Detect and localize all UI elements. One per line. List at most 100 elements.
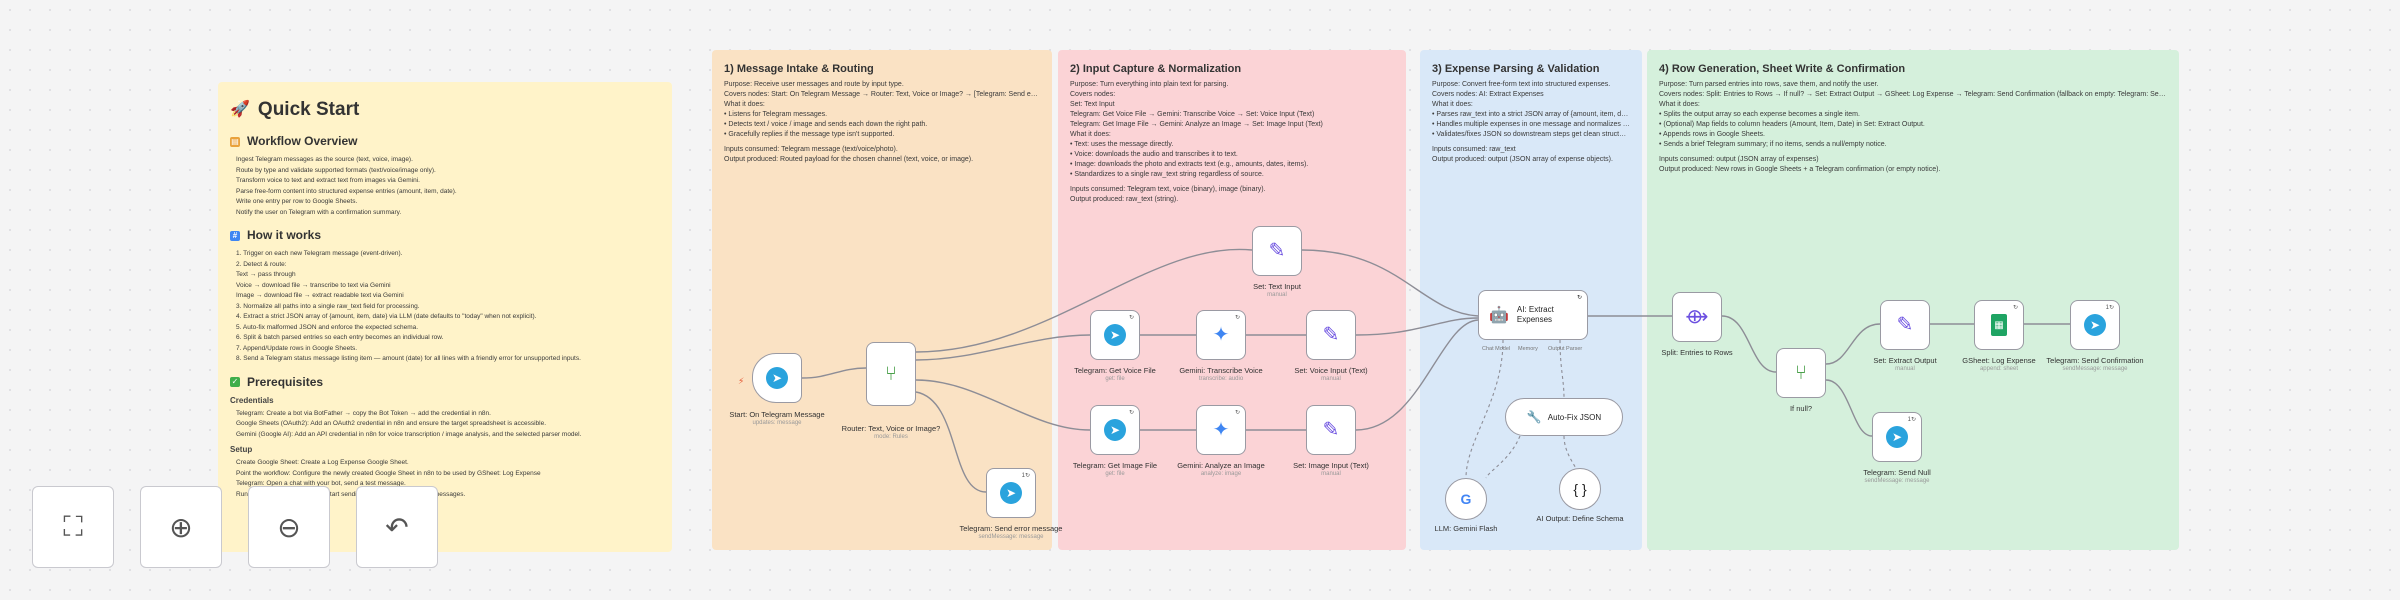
telegram-icon: ➤ [1886, 426, 1908, 448]
node-extract-output-sub: manual [1895, 366, 1915, 372]
note-line: Notify the user on Telegram with a confi… [236, 208, 402, 216]
note-line: What it does: [1070, 131, 1111, 138]
note-line: • Splits the output array so each expens… [1659, 111, 1860, 118]
node-split-label: Split: Entries to Rows [1661, 348, 1733, 357]
overview-heading: Workflow Overview [247, 134, 358, 148]
node-send-error[interactable]: 1↻➤ [986, 468, 1036, 518]
note-line: • Appends rows in Google Sheets. [1659, 131, 1765, 138]
node-transcribe-label: Gemini: Transcribe Voice [1179, 366, 1263, 375]
fit-view-button[interactable]: ⛶ [32, 486, 114, 568]
note-line: 3. Normalize all paths into a single raw… [236, 302, 420, 310]
node-router[interactable]: ⑂ [866, 342, 916, 406]
note-line: Telegram: Get Voice File → Gemini: Trans… [1070, 111, 1315, 118]
note-line: Ingest Telegram messages as the source (… [236, 156, 413, 163]
note-line: Inputs consumed: output (JSON array of e… [1659, 156, 1819, 163]
zoom-out-icon: ⊖ [277, 511, 301, 543]
prereq-heading: Prerequisites [247, 374, 324, 389]
note-line: • Voice: downloads the audio and transcr… [1070, 151, 1238, 158]
note-line: Covers nodes: Start: On Telegram Message… [724, 91, 1040, 98]
telegram-icon: ➤ [1104, 419, 1126, 441]
how-list: 1. Trigger on each new Telegram message … [230, 249, 660, 365]
undo-icon: ↶ [385, 511, 409, 543]
note-line: 4. Extract a strict JSON array of {amoun… [236, 313, 537, 320]
note-line: Write one entry per row to Google Sheets… [236, 198, 358, 205]
section-2-body: Purpose: Turn everything into plain text… [1070, 80, 1394, 205]
note-line: What it does: [1432, 101, 1473, 108]
node-if-null-label: If null? [1789, 404, 1813, 413]
setup-heading: Setup [230, 445, 253, 454]
note-line: What it does: [1659, 101, 1700, 108]
node-start-telegram[interactable]: ➤ [752, 353, 802, 403]
check-icon: ✓ [230, 377, 240, 387]
note-line: • Sends a brief Telegram summary; if no … [1659, 141, 1887, 148]
node-confirm-label: Telegram: Send Confirmation [2046, 356, 2144, 365]
section-4-title: 4) Row Generation, Sheet Write & Confirm… [1659, 63, 1906, 75]
note-line: Purpose: Convert free-form text into str… [1432, 81, 1611, 88]
braces-icon: { } [1573, 481, 1587, 497]
node-voice-text[interactable]: ✎ [1306, 310, 1356, 360]
numbers-icon: # [230, 230, 240, 241]
note-line: Inputs consumed: Telegram text, voice (b… [1070, 186, 1266, 193]
note-line: Point the workflow: Configure the newly … [236, 469, 541, 477]
undo-button[interactable]: ↶ [356, 486, 438, 568]
node-analyze-sub: analyze: image [1200, 471, 1242, 477]
robot-icon: 🤖 [1489, 307, 1509, 324]
note-line: 2. Detect & route: [236, 260, 287, 268]
note-line: 6. Split & batch parsed entries so each … [236, 334, 444, 341]
section-4-body: Purpose: Turn parsed entries into rows, … [1659, 80, 2167, 175]
pen-icon: ✎ [1268, 240, 1286, 262]
node-llm[interactable]: G [1445, 478, 1487, 520]
clipboard-icon: ▤ [230, 136, 240, 147]
note-line: Create Google Sheet: Create a Log Expens… [236, 459, 409, 466]
note-line: Output produced: raw_text (string). [1070, 196, 1179, 203]
node-get-image[interactable]: ↻➤ [1090, 405, 1140, 455]
node-confirm[interactable]: 1↻➤ [2070, 300, 2120, 350]
node-transcribe[interactable]: ↻✦ [1196, 310, 1246, 360]
node-gsheet-label: GSheet: Log Expense [1962, 356, 2036, 365]
node-ai-extract-label: AI: Extract Expenses [1516, 305, 1554, 324]
zoom-out-button[interactable]: ⊖ [248, 486, 330, 568]
node-extract-output[interactable]: ✎ [1880, 300, 1930, 350]
switch-icon: ⑂ [885, 363, 897, 385]
node-send-null[interactable]: 1↻➤ [1872, 412, 1922, 462]
note-line: 7. Append/Update rows in Google Sheets. [236, 344, 358, 352]
note-line: Telegram: Get Image File → Gemini: Analy… [1070, 121, 1323, 128]
note-line: Purpose: Receive user messages and route… [724, 81, 904, 88]
node-set-text-label: Set: Text Input [1253, 282, 1301, 291]
note-line: • Text: uses the message directly. [1070, 141, 1174, 148]
node-gsheet[interactable]: ↻▦ [1974, 300, 2024, 350]
overview-list: Ingest Telegram messages as the source (… [230, 155, 660, 218]
node-autofix[interactable]: 🔧Auto-Fix JSON [1505, 398, 1623, 436]
quick-start-note[interactable]: 🚀Quick Start ▤Workflow Overview Ingest T… [218, 82, 672, 552]
split-icon: ⟴ [1685, 306, 1709, 328]
how-heading: How it works [247, 228, 322, 242]
node-send-error-sub: sendMessage: message [978, 534, 1044, 540]
node-image-text[interactable]: ✎ [1306, 405, 1356, 455]
zoom-in-icon: ⊕ [169, 511, 193, 543]
canvas-controls: ⛶ ⊕ ⊖ ↶ [32, 486, 438, 568]
note-line: 1. Trigger on each new Telegram message … [236, 250, 403, 257]
note-line: • Standardizes to a single raw_text stri… [1070, 171, 1264, 178]
section-2-title: 2) Input Capture & Normalization [1070, 63, 1242, 75]
node-set-text[interactable]: ✎ [1252, 226, 1302, 276]
note-line: Route by type and validate supported for… [236, 166, 436, 174]
note-line: Purpose: Turn everything into plain text… [1070, 81, 1229, 88]
node-split[interactable]: ⟴ [1672, 292, 1722, 342]
node-analyze-label: Gemini: Analyze an Image [1177, 461, 1265, 470]
node-analyze[interactable]: ↻✦ [1196, 405, 1246, 455]
node-ai-extract[interactable]: 🤖 AI: Extract Expenses ↻ [1478, 290, 1588, 340]
pen-icon: ✎ [1896, 314, 1914, 336]
section-1-title: 1) Message Intake & Routing [724, 63, 874, 75]
telegram-icon: ➤ [766, 367, 788, 389]
note-line: Covers nodes: [1070, 91, 1116, 98]
node-voice-text-label: Set: Voice Input (Text) [1294, 366, 1368, 375]
note-line: Inputs consumed: raw_text [1432, 146, 1516, 153]
note-line: Google Sheets (OAuth2): Add an OAuth2 cr… [236, 420, 547, 427]
note-line: Set: Text Input [1070, 101, 1115, 108]
zoom-in-button[interactable]: ⊕ [140, 486, 222, 568]
note-line: Voice → download file → transcribe to te… [236, 281, 391, 289]
node-if-null[interactable]: ⑂ [1776, 348, 1826, 398]
node-voice-text-sub: manual [1321, 376, 1341, 382]
node-get-voice[interactable]: ↻➤ [1090, 310, 1140, 360]
node-schema[interactable]: { } [1559, 468, 1601, 510]
